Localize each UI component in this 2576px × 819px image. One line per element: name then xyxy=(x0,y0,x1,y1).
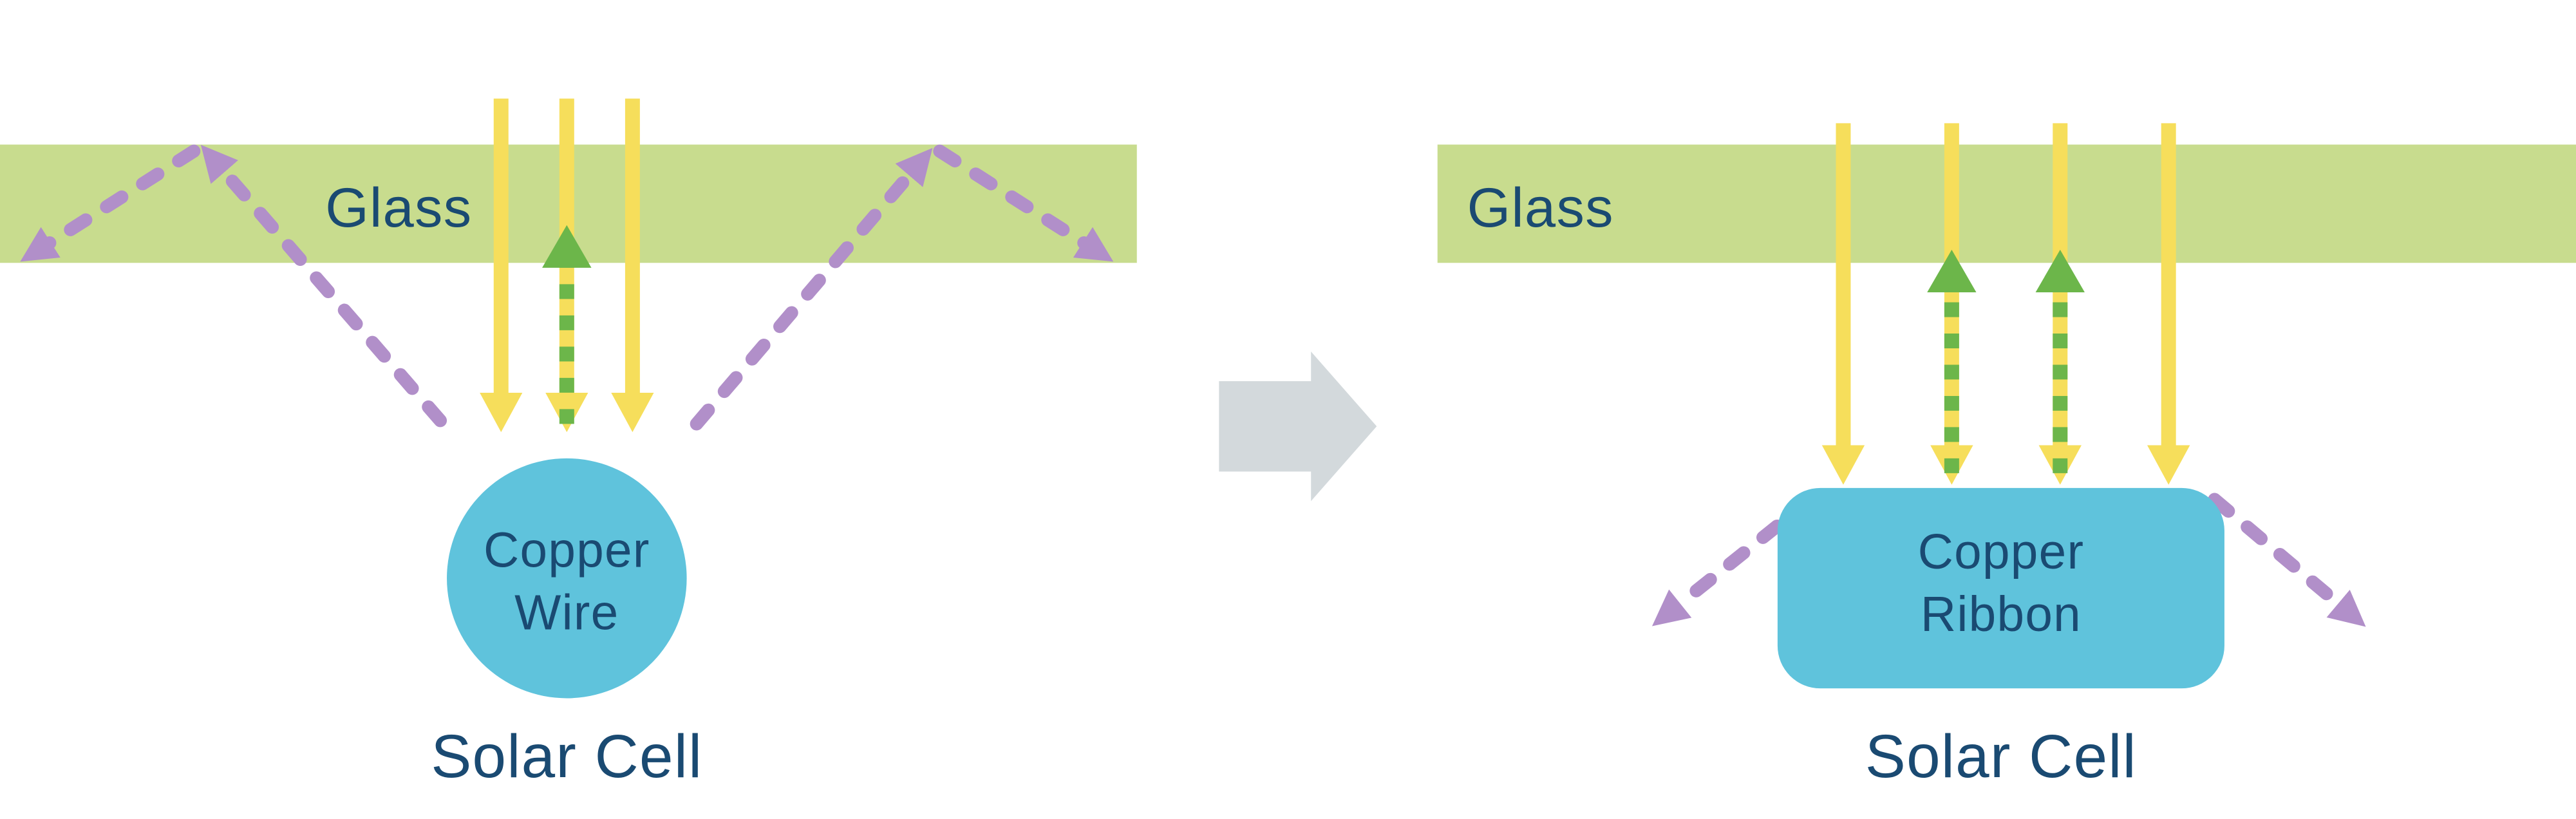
transition-arrow xyxy=(1219,352,1377,502)
solar-cell-label: Solar Cell xyxy=(431,723,702,791)
solar-cell-label: Solar Cell xyxy=(1865,723,2137,791)
glass-layer xyxy=(1437,144,2576,263)
lost-light-arrow-left xyxy=(20,144,447,428)
copper-wire xyxy=(447,458,687,699)
after-diagram: Glass Copper Ribbon Solar Cell xyxy=(1437,123,2576,791)
copper-wire-label-line2: Wire xyxy=(514,585,619,640)
before-diagram: Glass Copper Wire Solar Cell xyxy=(0,99,1137,791)
lost-light-arrow-left xyxy=(1651,493,1818,626)
reflected-ray-arrows xyxy=(1927,249,2085,473)
copper-ribbon-label-line2: Ribbon xyxy=(1921,587,2082,642)
lost-light-arrow-right xyxy=(2208,493,2366,627)
copper-wire-label-line1: Copper xyxy=(484,523,650,578)
glass-label: Glass xyxy=(1467,176,1614,239)
glass-label: Glass xyxy=(325,176,472,239)
copper-ribbon xyxy=(1777,487,2224,689)
copper-ribbon-label-line1: Copper xyxy=(1918,525,2085,579)
lost-light-arrow-right xyxy=(690,144,1114,431)
